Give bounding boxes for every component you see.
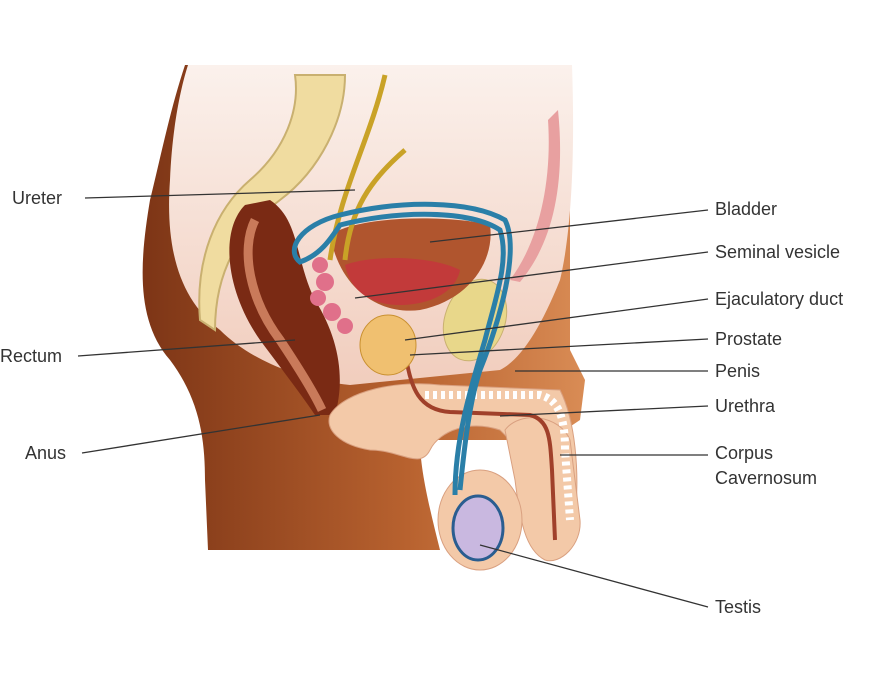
testis (451, 494, 505, 562)
label-bladder: Bladder (715, 199, 778, 219)
label-urethra: Urethra (715, 396, 776, 416)
label-prostate: Prostate (715, 329, 783, 349)
label-testis: Testis (715, 597, 762, 617)
seminal-vesicle (310, 257, 353, 334)
bladder-inner (345, 258, 460, 305)
prostate (359, 314, 417, 376)
rectum (229, 200, 340, 415)
vas-deferens (291, 201, 513, 496)
label-anus: Anus (25, 443, 67, 463)
ureter-2 (342, 148, 407, 261)
label-rectum: Rectum (0, 346, 63, 366)
label-corpus: Corpus (715, 443, 774, 463)
label-ureter: Ureter (12, 188, 63, 208)
abdominal-wall (510, 110, 561, 282)
label-ejaculatory-duct: Ejaculatory duct (715, 289, 844, 309)
rectum-lining (243, 217, 327, 412)
label-seminal-vesicle: Seminal vesicle (715, 242, 841, 262)
urethra (403, 349, 557, 541)
corpus-cavernosum (425, 391, 574, 521)
label-penis: Penis (715, 361, 761, 381)
label-cavernosum: Cavernosum (715, 468, 818, 488)
leader-lines (77, 189, 709, 608)
